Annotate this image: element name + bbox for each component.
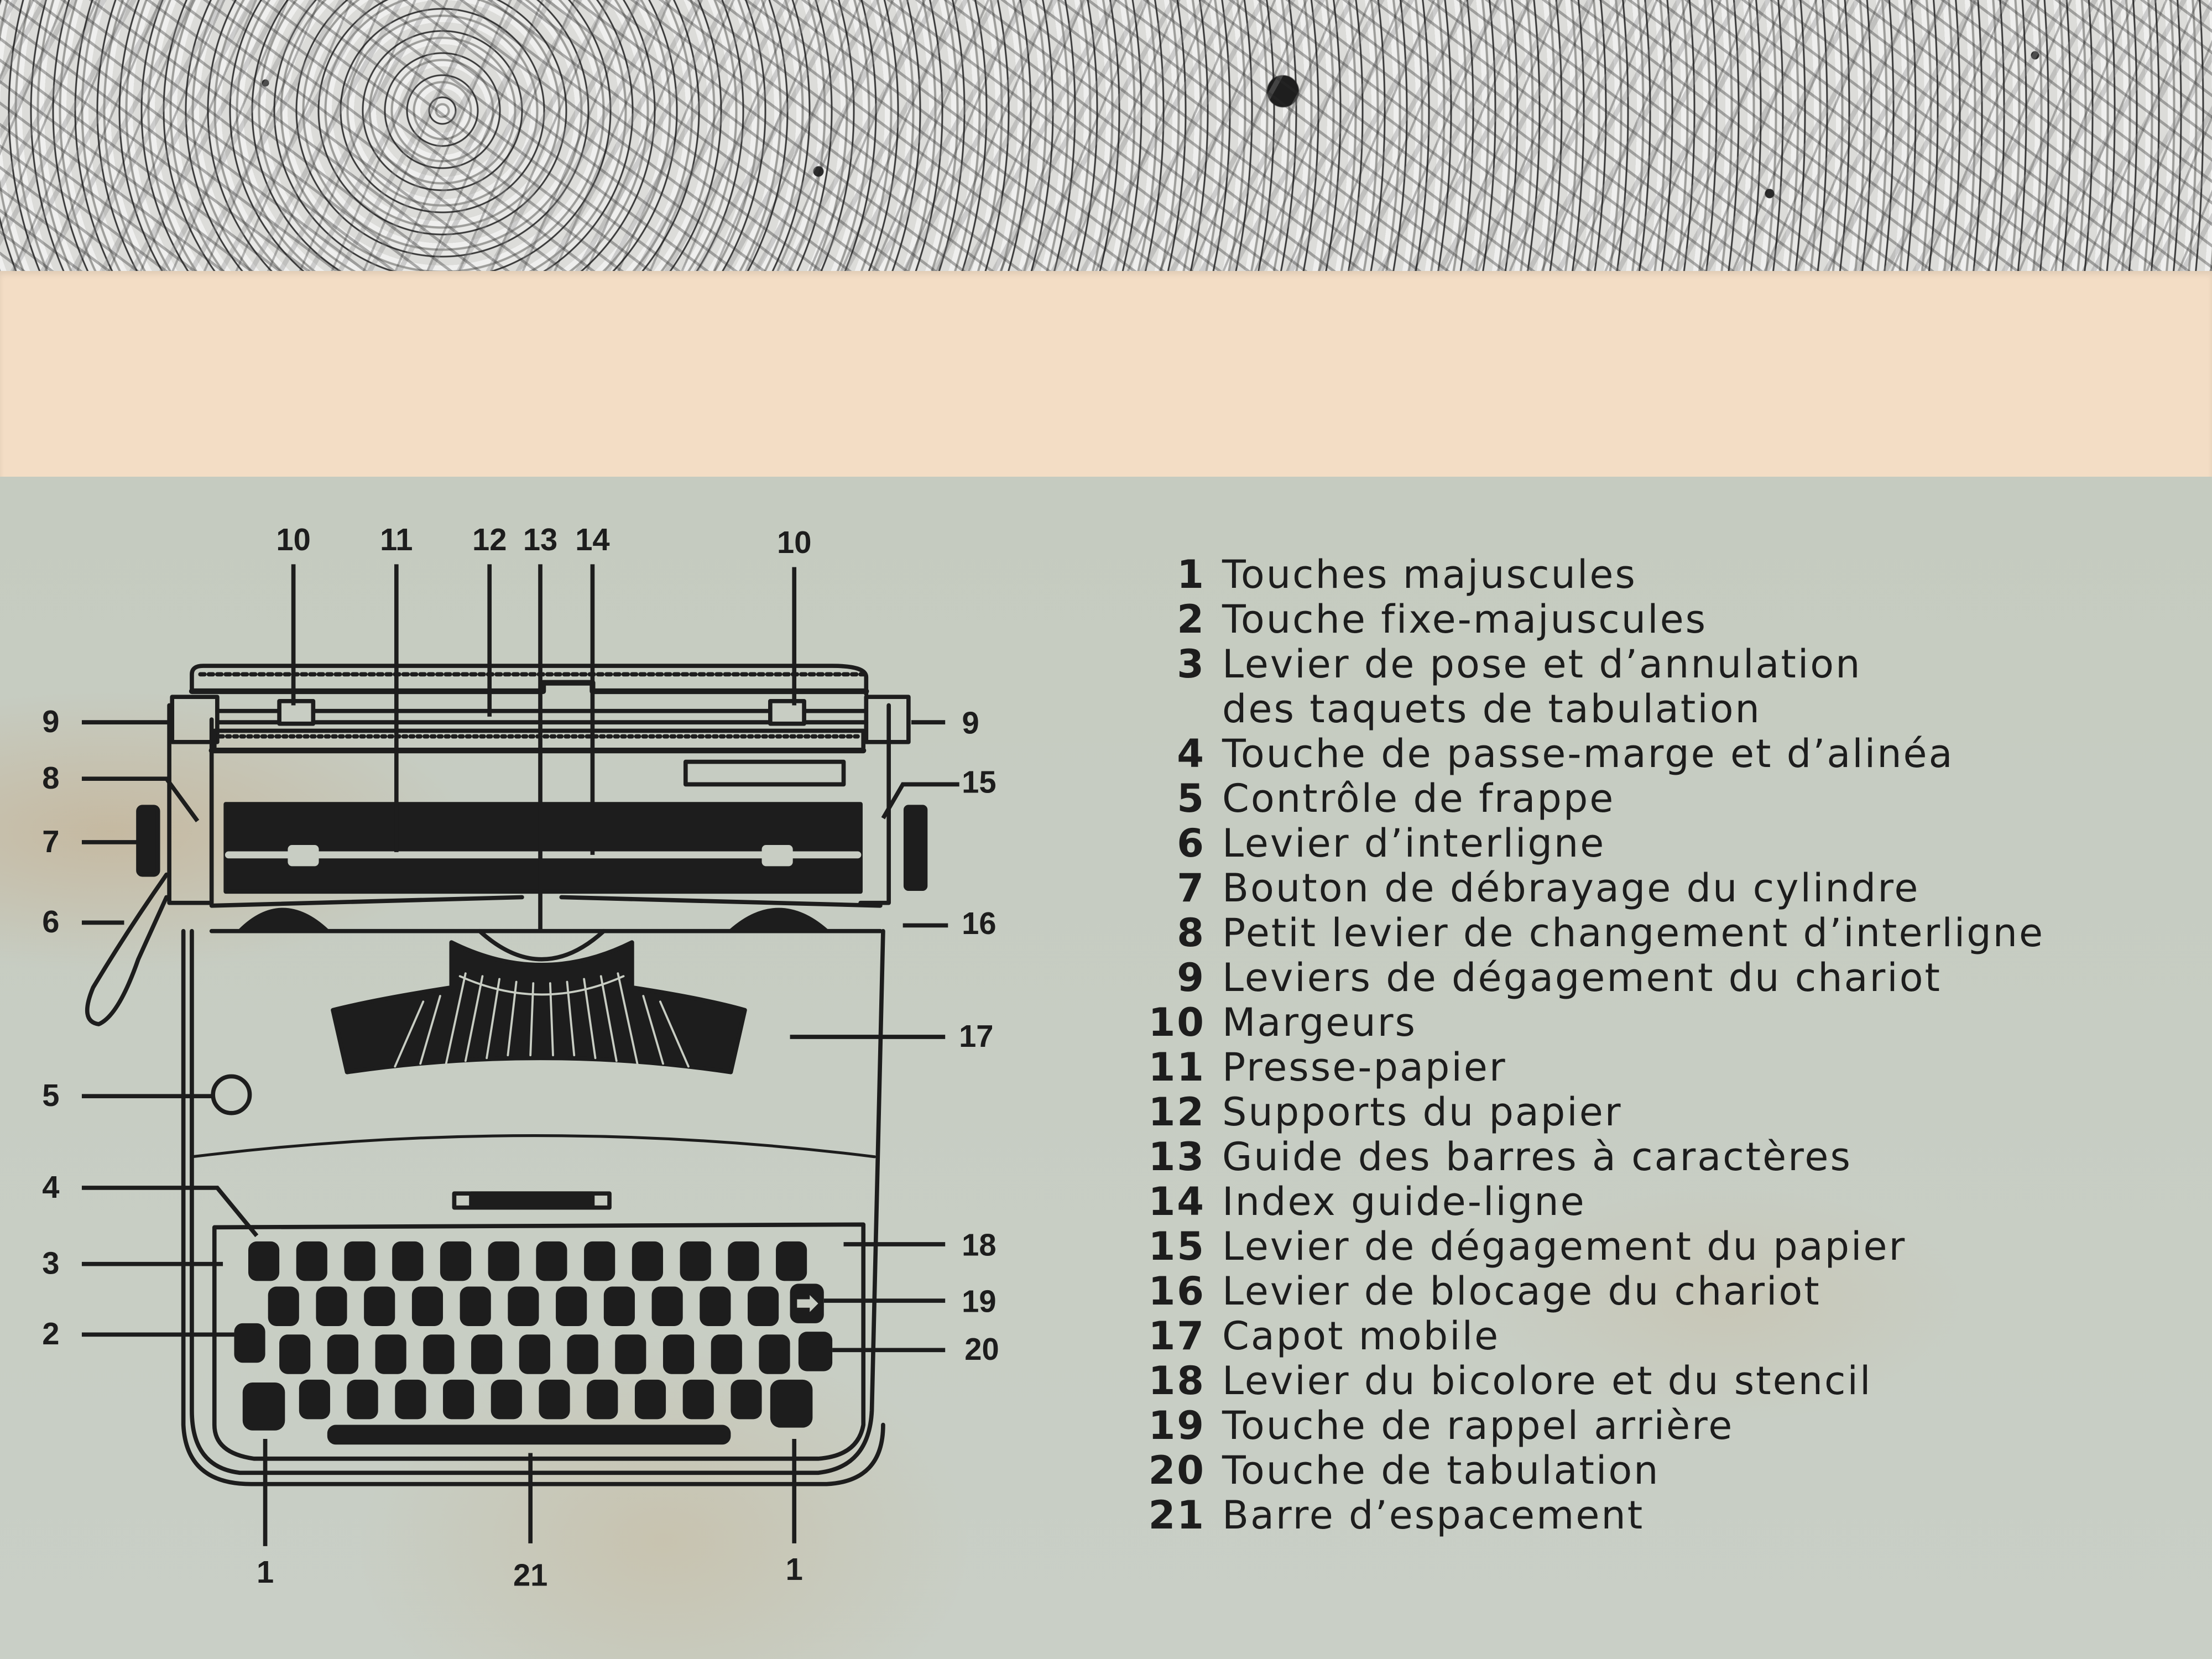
callout-5: 5 — [42, 1078, 59, 1113]
callout-4: 4 — [42, 1170, 59, 1204]
callout-leaders — [81, 564, 959, 1546]
callout-21: 21 — [513, 1557, 547, 1592]
callout-13: 13 — [523, 522, 557, 557]
callout-2: 2 — [42, 1316, 59, 1351]
callout-3: 3 — [42, 1246, 59, 1281]
callout-12: 12 — [472, 522, 507, 557]
granite-countertop — [0, 0, 2212, 276]
key-row-2 — [268, 1284, 824, 1326]
callout-10-left: 10 — [276, 522, 310, 557]
legend-item-continuation: des taquets de tabulation — [1222, 686, 1761, 732]
backspace-arrow-icon — [797, 1295, 818, 1312]
callout-10-right: 10 — [777, 525, 811, 560]
callout-11: 11 — [380, 522, 413, 557]
callout-8: 8 — [42, 760, 59, 795]
key-row-3 — [234, 1323, 833, 1374]
callout-6: 6 — [42, 904, 59, 939]
callout-18: 18 — [962, 1227, 996, 1262]
callout-17: 17 — [959, 1019, 993, 1053]
callout-1-right: 1 — [786, 1552, 803, 1587]
callout-9-right: 9 — [962, 706, 979, 740]
callout-20: 20 — [964, 1332, 999, 1366]
key-row-1 — [248, 1241, 807, 1281]
keyboard-keys — [234, 1241, 833, 1445]
callout-7: 7 — [42, 824, 59, 859]
callout-9-left: 9 — [42, 704, 59, 739]
key-row-4 — [242, 1379, 813, 1431]
paper-strip — [0, 271, 2212, 484]
callout-15: 15 — [962, 765, 996, 800]
callout-1-left: 1 — [257, 1554, 274, 1589]
callout-19: 19 — [962, 1284, 996, 1318]
callout-14: 14 — [575, 522, 609, 557]
space-bar — [327, 1425, 731, 1445]
callout-16: 16 — [962, 906, 996, 941]
